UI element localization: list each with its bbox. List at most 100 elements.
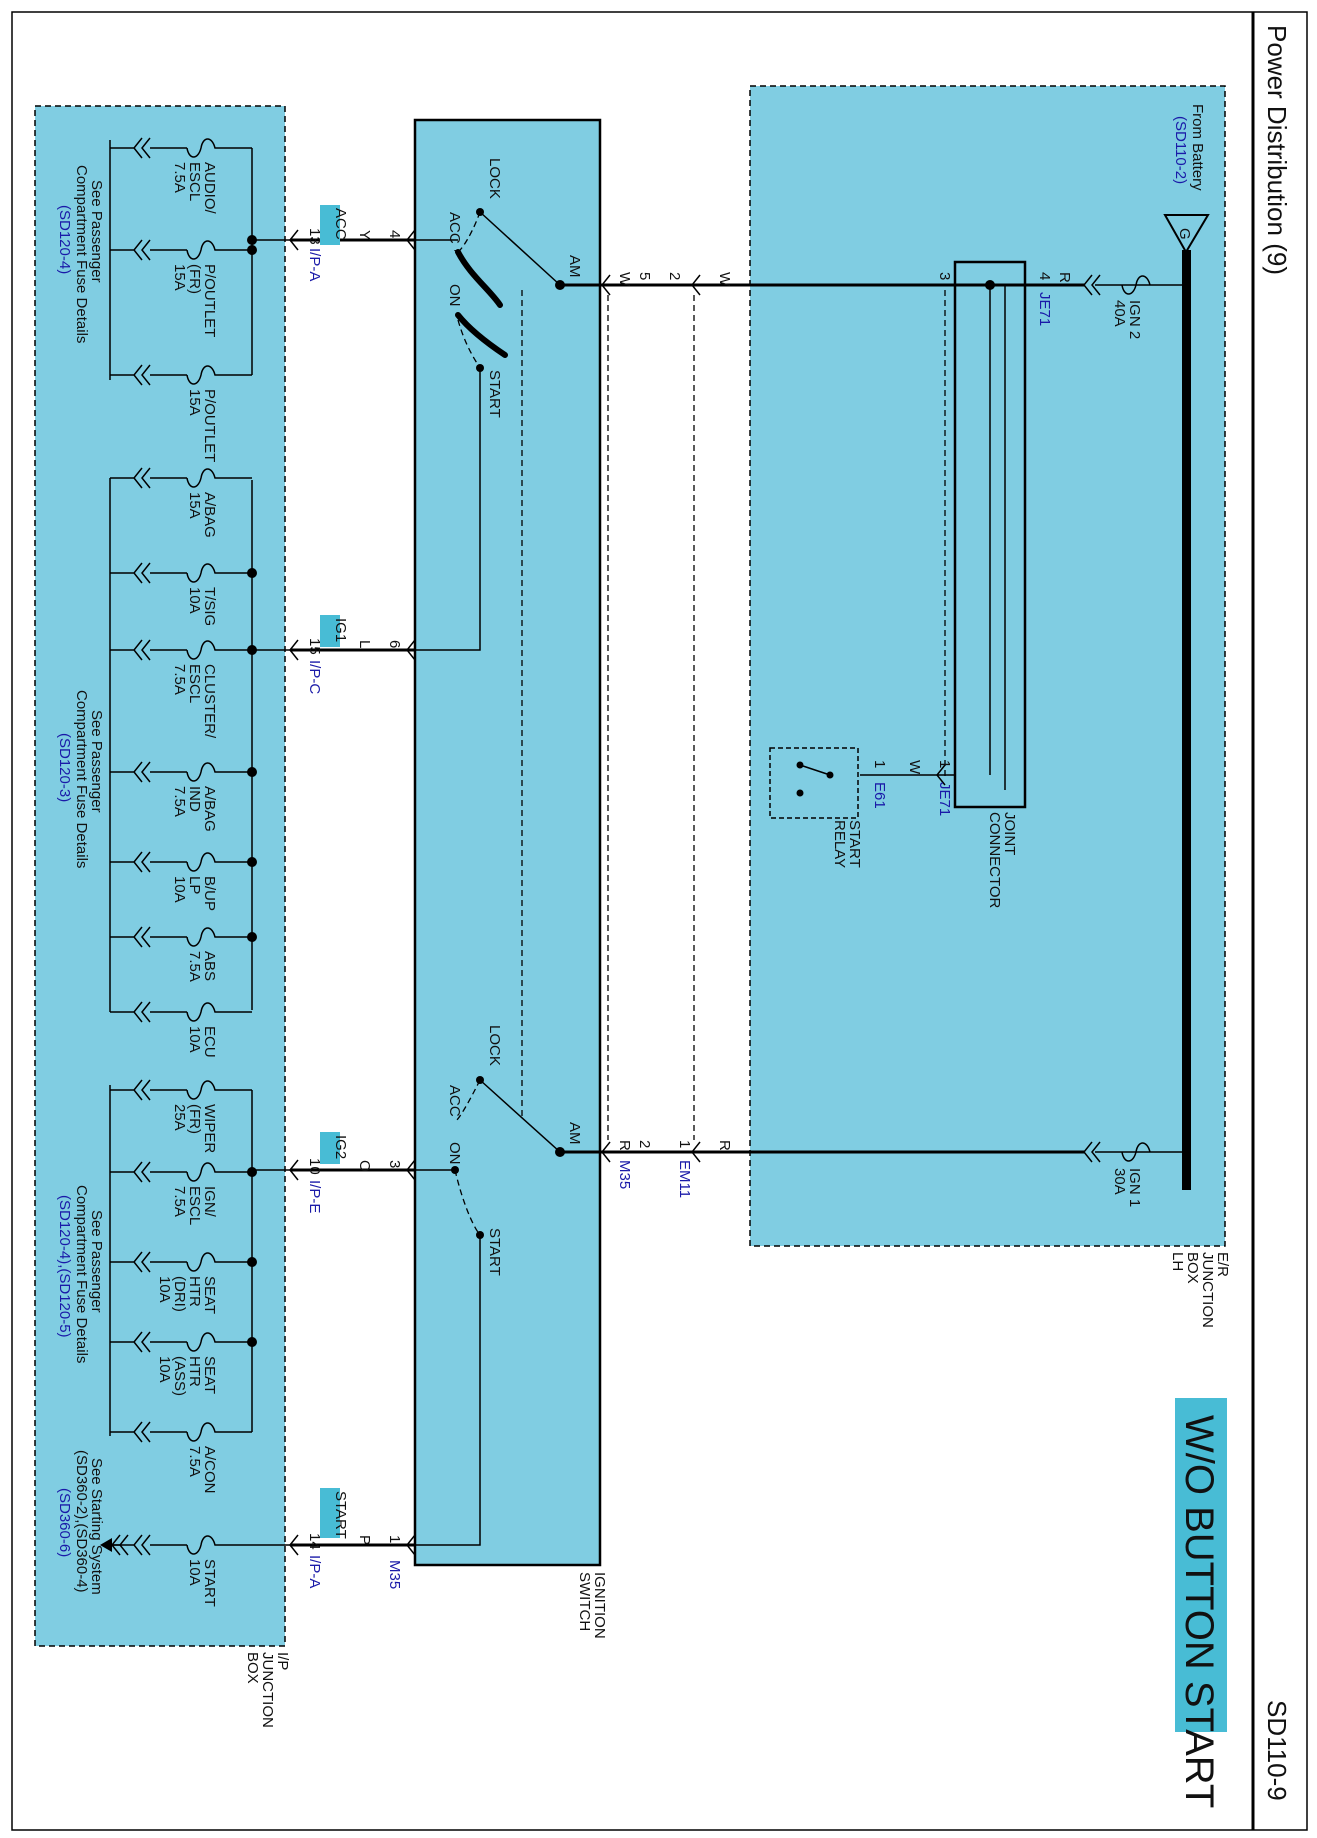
start-arrow bbox=[100, 1538, 112, 1552]
svg-text:IG1: IG1 bbox=[332, 618, 349, 642]
output-acc: 4 Y ACC 13 I/P-A bbox=[289, 205, 416, 281]
fuse-label-line: A/BAG bbox=[201, 786, 218, 832]
fuse-ign1-label: IGN 1 30A bbox=[1111, 1168, 1143, 1207]
output-ig1: 6 L IG1 15 I/P-C bbox=[289, 615, 416, 694]
svg-text:I/P: I/P bbox=[274, 1652, 291, 1670]
fuse-label-line: 10A bbox=[186, 587, 203, 614]
fuse-label-line: T/SIG bbox=[201, 587, 218, 626]
am-label-top: AM bbox=[566, 255, 583, 278]
battery-ref-link[interactable]: (SD110-2) bbox=[1172, 116, 1189, 184]
fuse-label-line: WIPER bbox=[201, 1104, 218, 1153]
wire-r-bottom: R bbox=[716, 1140, 733, 1151]
fuse-label-line: 10A bbox=[186, 1026, 203, 1053]
fuse-label-line: A/BAG bbox=[201, 492, 218, 538]
svg-text:I/P-A: I/P-A bbox=[306, 248, 323, 281]
svg-text:(SD360-2),(SD360-4): (SD360-2),(SD360-4) bbox=[73, 1450, 90, 1593]
ground-letter: G bbox=[1176, 228, 1193, 240]
page-title: Power Distribution (9) bbox=[1262, 25, 1292, 275]
see-ref-acc[interactable]: (SD120-4) bbox=[56, 205, 73, 274]
fuse-label-line: ESCL bbox=[186, 1186, 203, 1225]
svg-text:START: START bbox=[332, 1491, 349, 1539]
svg-text:BOX: BOX bbox=[1184, 1252, 1201, 1284]
svg-text:E/R: E/R bbox=[1214, 1252, 1231, 1277]
fuse-label-line: 7.5A bbox=[186, 1446, 203, 1477]
see-note-ig2: See Passenger Compartment Fuse Details bbox=[73, 1185, 105, 1363]
fuse-label-line: IND bbox=[186, 786, 203, 812]
fuse-label-line: 7.5A bbox=[171, 664, 188, 695]
svg-text:ACC: ACC bbox=[332, 208, 349, 240]
svg-text:I/P-E: I/P-E bbox=[306, 1180, 323, 1213]
fuse-label-line: 10A bbox=[156, 1356, 173, 1383]
fuse-label-line: (ASS) bbox=[171, 1356, 188, 1396]
ground-symbol bbox=[1163, 214, 1210, 254]
ignition-switch bbox=[413, 118, 602, 1567]
fuse-label-line: HTR bbox=[186, 1276, 203, 1307]
connector-je71-bottom[interactable]: JE71 bbox=[936, 782, 953, 816]
joint-connector bbox=[953, 260, 1027, 809]
svg-text:I/P-A: I/P-A bbox=[306, 1555, 323, 1588]
connector-je71-top[interactable]: JE71 bbox=[1036, 292, 1053, 326]
svg-text:IGNITION: IGNITION bbox=[591, 1572, 608, 1639]
connector-e61[interactable]: E61 bbox=[871, 782, 888, 809]
svg-text:L: L bbox=[356, 640, 373, 648]
svg-text:START: START bbox=[846, 820, 863, 868]
fuse-label-line: 10A bbox=[186, 1559, 203, 1586]
svg-text:JOINT: JOINT bbox=[1001, 812, 1018, 855]
am-label-bottom: AM bbox=[566, 1122, 583, 1145]
connector-m35-top[interactable]: M35 bbox=[616, 1160, 633, 1189]
fuse-label-line: ABS bbox=[201, 951, 218, 981]
see-ref-ig2[interactable]: (SD120-4),(SD120-5) bbox=[56, 1195, 73, 1338]
connector-m35-bottom[interactable]: M35 bbox=[386, 1560, 403, 1589]
see-note-acc: See Passenger Compartment Fuse Details bbox=[73, 165, 105, 343]
start-label-top: START bbox=[486, 370, 503, 418]
fuse-label-line: 15A bbox=[186, 389, 203, 416]
acc-label-top: ACC bbox=[446, 212, 463, 244]
start-relay-label: START RELAY bbox=[831, 820, 863, 868]
fuse-label-line: (FR) bbox=[186, 1104, 203, 1134]
svg-text:IGN 2: IGN 2 bbox=[1126, 300, 1143, 339]
ip-box-name: I/P JUNCTION BOX bbox=[244, 1652, 291, 1728]
fuse-label-line: SEAT bbox=[201, 1276, 218, 1314]
acc-label-bottom: ACC bbox=[446, 1085, 463, 1117]
svg-text:Compartment Fuse Details: Compartment Fuse Details bbox=[73, 1185, 90, 1363]
output-ig2: 3 O IG2 10 I/P-E bbox=[289, 1132, 416, 1213]
connector-em11[interactable]: EM11 bbox=[676, 1160, 693, 1198]
fuse-label-line: LP bbox=[186, 876, 203, 894]
lock-label-top: LOCK bbox=[486, 158, 503, 199]
fuse-label-line: 15A bbox=[171, 264, 188, 291]
see-note-start: See Starting System (SD360-2),(SD360-4) bbox=[73, 1450, 105, 1595]
er-junction-box bbox=[749, 85, 1226, 1247]
variant-label: W/O BUTTON START bbox=[1177, 1415, 1221, 1808]
wire-w-top: W bbox=[716, 272, 733, 287]
fuse-label-line: B/UP bbox=[201, 876, 218, 911]
fuse-label-line: 7.5A bbox=[186, 951, 203, 982]
ignition-switch-label: IGNITION SWITCH bbox=[576, 1572, 608, 1639]
svg-text:BOX: BOX bbox=[244, 1652, 261, 1684]
svg-text:1: 1 bbox=[386, 1535, 403, 1543]
on-label-top: ON bbox=[446, 284, 463, 307]
see-ref-start[interactable]: (SD360-6) bbox=[56, 1488, 73, 1557]
wire-w-relay: W bbox=[906, 760, 923, 775]
see-ref-ig1[interactable]: (SD120-3) bbox=[56, 733, 73, 802]
fuse-label-line: 7.5A bbox=[171, 162, 188, 193]
svg-text:O: O bbox=[356, 1160, 373, 1172]
svg-text:CONNECTOR: CONNECTOR bbox=[986, 812, 1003, 909]
fuse-label-line: 7.5A bbox=[171, 1186, 188, 1217]
svg-text:LH: LH bbox=[1169, 1252, 1186, 1271]
svg-text:JUNCTION: JUNCTION bbox=[259, 1652, 276, 1728]
svg-text:See Passenger: See Passenger bbox=[88, 180, 105, 283]
svg-text:4: 4 bbox=[386, 230, 403, 238]
ip-junction-box bbox=[34, 105, 286, 1647]
svg-text:15: 15 bbox=[306, 638, 323, 655]
battery-bus-bar bbox=[1182, 250, 1191, 1190]
wire-r-2: R bbox=[616, 1140, 633, 1151]
svg-text:SWITCH: SWITCH bbox=[576, 1572, 593, 1631]
svg-text:Compartment Fuse Details: Compartment Fuse Details bbox=[73, 165, 90, 343]
